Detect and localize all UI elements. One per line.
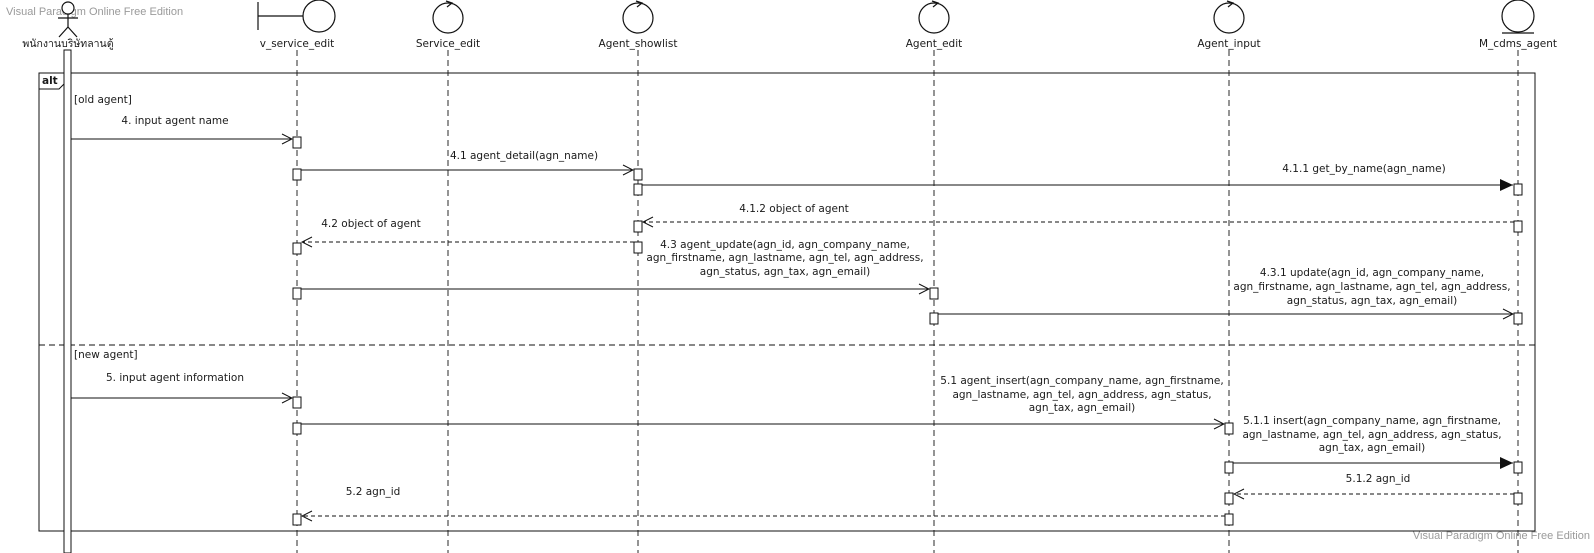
message-4: 4. input agent name [71, 115, 292, 139]
activation-box [292, 242, 302, 255]
message-4-3: 4.3 agent_update(agn_id, agn_company_nam… [301, 239, 929, 289]
message-label: 5. input agent information [106, 372, 244, 384]
control-lifeline-head-service-edit: Service_edit [416, 0, 480, 50]
message-label: 4.2 object of agent [321, 218, 421, 230]
message-label: 4.1.1 get_by_name(agn_name) [1282, 163, 1445, 175]
message-label: 5.1.2 agn_id [1346, 473, 1411, 485]
message-label: agn_lastname, agn_tel, agn_address, agn_… [952, 389, 1211, 401]
activation-box [1224, 461, 1234, 474]
control-icon [1213, 0, 1245, 34]
control-lifeline-head-agent-showlist: Agent_showlist [599, 0, 678, 50]
message-4-1-2: 4.1.2 object of agent [643, 203, 1514, 222]
lifeline-label-agent-showlist: Agent_showlist [599, 38, 678, 50]
control-icon [918, 0, 950, 34]
message-4-2: 4.2 object of agent [302, 218, 634, 242]
control-icon [432, 0, 464, 34]
entity-lifeline-head: M_cdms_agent [1479, 0, 1557, 50]
entity-icon [1501, 0, 1535, 34]
fragment-operator-tab [38, 72, 66, 90]
guard-old-agent: [old agent] [74, 94, 132, 106]
message-label: 5.1.1 insert(agn_company_name, agn_first… [1243, 415, 1501, 427]
message-5-2: 5.2 agn_id [302, 486, 1225, 516]
activation-box [292, 513, 302, 526]
message-label: 4. input agent name [121, 115, 228, 127]
activation-box [292, 287, 302, 300]
message-4-3-1: 4.3.1 update(agn_id, agn_company_name, a… [938, 267, 1513, 314]
watermark-top-left: Visual Paradigm Online Free Edition [6, 6, 183, 18]
message-label: agn_status, agn_tax, agn_email) [1287, 295, 1457, 307]
message-5-1-1: 5.1.1 insert(agn_company_name, agn_first… [1233, 415, 1513, 469]
message-label: 4.1 agent_detail(agn_name) [450, 150, 598, 162]
message-label: agn_firstname, agn_lastname, agn_tel, ag… [1233, 281, 1510, 293]
activation-box [929, 312, 939, 325]
message-label: agn_lastname, agn_tel, agn_address, agn_… [1242, 429, 1501, 441]
message-label: 4.1.2 object of agent [739, 203, 849, 215]
activation-box [1513, 220, 1523, 233]
message-label: 5.1 agent_insert(agn_company_name, agn_f… [940, 375, 1223, 387]
lifeline-label-actor: พนักงานบริษัทลานตู้ [22, 38, 113, 50]
activation-box [1224, 513, 1234, 526]
activation-box [1513, 312, 1523, 325]
activation-box [633, 168, 643, 181]
activation-box [292, 396, 302, 409]
message-5-1: 5.1 agent_insert(agn_company_name, agn_f… [301, 375, 1224, 424]
activation-box [929, 287, 939, 300]
message-4-1-1: 4.1.1 get_by_name(agn_name) [642, 163, 1513, 191]
activation-box [1224, 492, 1234, 505]
guard-new-agent: [new agent] [74, 349, 138, 361]
activation-box [633, 220, 643, 233]
watermark-bottom-right: Visual Paradigm Online Free Edition [1413, 530, 1590, 542]
alt-fragment: alt [old agent] [new agent] [38, 72, 1536, 532]
message-label: 5.2 agn_id [346, 486, 401, 498]
message-5: 5. input agent information [71, 372, 292, 398]
activation-box [1513, 183, 1523, 196]
activation-box [292, 422, 302, 435]
message-4-1: 4.1 agent_detail(agn_name) [301, 150, 633, 170]
activation-box [1224, 422, 1234, 435]
fragment-operator: alt [42, 75, 58, 87]
message-label: 4.3 agent_update(agn_id, agn_company_nam… [660, 239, 910, 251]
lifeline-label-m-cdms-agent: M_cdms_agent [1479, 38, 1557, 50]
message-label: agn_tax, agn_email) [1319, 442, 1426, 454]
control-icon [622, 0, 654, 34]
message-label: agn_firstname, agn_lastname, agn_tel, ag… [646, 252, 923, 264]
activation-box [292, 136, 302, 149]
actor-activation-bar [63, 49, 72, 553]
activation-box [1513, 461, 1523, 474]
activation-box [633, 241, 643, 254]
activation-boxes [292, 136, 1523, 526]
message-label: agn_status, agn_tax, agn_email) [700, 266, 870, 278]
message-5-1-2: 5.1.2 agn_id [1234, 473, 1514, 494]
lifeline-label-agent-edit: Agent_edit [906, 38, 963, 50]
actor-icon [58, 1, 78, 38]
activation-box [1513, 492, 1523, 505]
boundary-icon [257, 0, 336, 33]
message-label: agn_tax, agn_email) [1029, 402, 1136, 414]
boundary-lifeline-head: v_service_edit [257, 0, 336, 50]
control-lifeline-head-agent-edit: Agent_edit [906, 0, 963, 50]
lifeline-label-service-edit: Service_edit [416, 38, 480, 50]
lifeline-label-v-service-edit: v_service_edit [260, 38, 334, 50]
message-label: 4.3.1 update(agn_id, agn_company_name, [1260, 267, 1484, 279]
lifeline-label-agent-input: Agent_input [1197, 38, 1260, 50]
activation-box [292, 168, 302, 181]
control-lifeline-head-agent-input: Agent_input [1197, 0, 1261, 50]
actor-lifeline-head: พนักงานบริษัทลานตู้ [22, 1, 114, 50]
activation-box [633, 183, 643, 196]
